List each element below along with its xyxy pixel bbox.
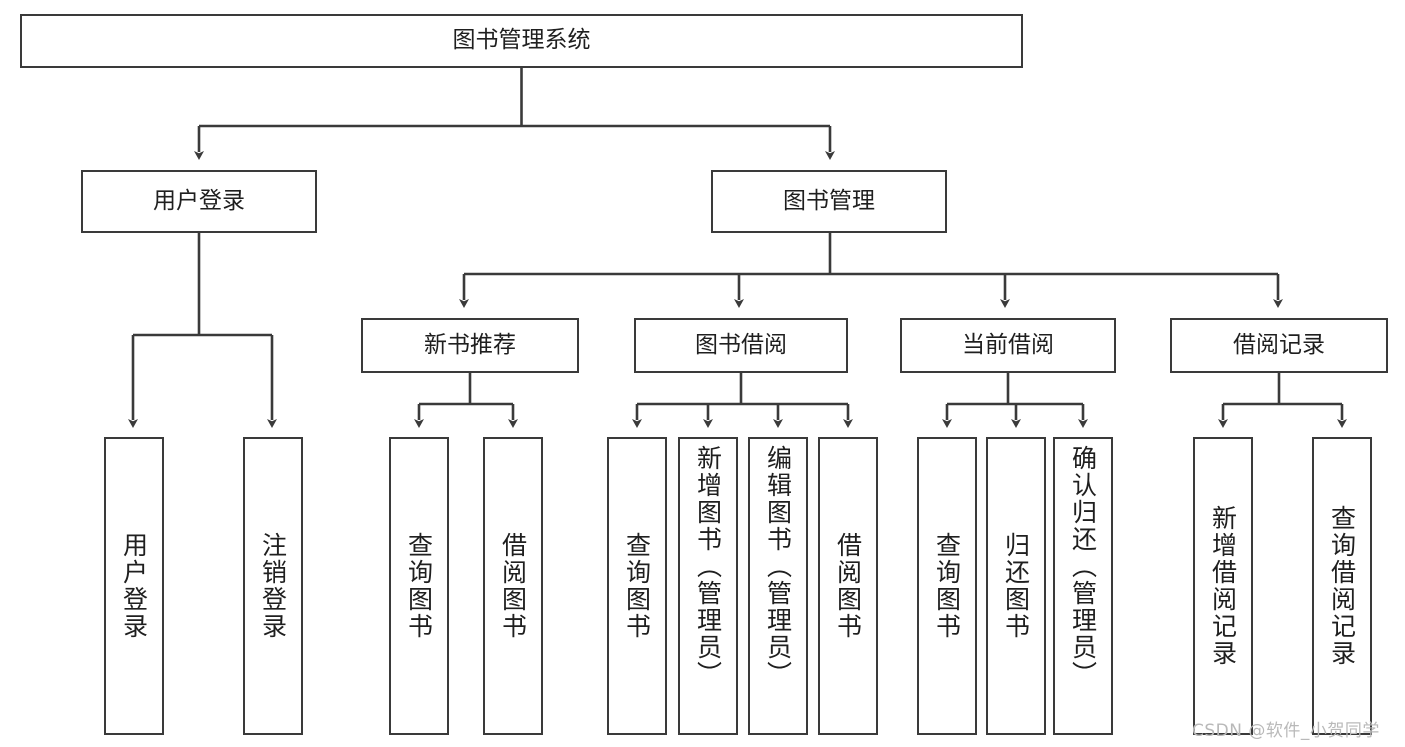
node-leaf-query-borrow-record[interactable]: 查询借阅记录 xyxy=(1312,437,1372,735)
node-leaf-query-book-recommend-label: 查询图书 xyxy=(404,532,434,640)
node-borrow-record[interactable]: 借阅记录 xyxy=(1170,318,1388,373)
node-leaf-borrow-book-recommend[interactable]: 借阅图书 xyxy=(483,437,543,735)
node-current-borrow[interactable]: 当前借阅 xyxy=(900,318,1116,373)
node-leaf-confirm-return-label: 确认归还（管理员） xyxy=(1068,445,1098,688)
node-leaf-add-book-label: 新增图书（管理员） xyxy=(693,445,723,688)
node-borrow-record-label: 借阅记录 xyxy=(1233,331,1325,358)
node-user-login[interactable]: 用户登录 xyxy=(81,170,317,233)
node-leaf-confirm-return[interactable]: 确认归还（管理员） xyxy=(1053,437,1113,735)
node-book-management[interactable]: 图书管理 xyxy=(711,170,947,233)
node-book-borrow-label: 图书借阅 xyxy=(695,331,787,358)
node-leaf-add-book[interactable]: 新增图书（管理员） xyxy=(678,437,738,735)
node-leaf-add-borrow-record[interactable]: 新增借阅记录 xyxy=(1193,437,1253,735)
node-leaf-return-book-label: 归还图书 xyxy=(1001,532,1031,640)
node-book-borrow[interactable]: 图书借阅 xyxy=(634,318,848,373)
node-leaf-user-login-label: 用户登录 xyxy=(119,532,149,640)
node-leaf-edit-book-label: 编辑图书（管理员） xyxy=(763,445,793,688)
node-root-label: 图书管理系统 xyxy=(452,27,591,54)
node-leaf-borrow-book-label: 借阅图书 xyxy=(833,532,863,640)
node-new-book-recommend-label: 新书推荐 xyxy=(424,331,516,358)
node-leaf-query-book-recommend[interactable]: 查询图书 xyxy=(389,437,449,735)
node-leaf-borrow-book[interactable]: 借阅图书 xyxy=(818,437,878,735)
node-leaf-return-book[interactable]: 归还图书 xyxy=(986,437,1046,735)
node-leaf-logout[interactable]: 注销登录 xyxy=(243,437,303,735)
node-leaf-edit-book[interactable]: 编辑图书（管理员） xyxy=(748,437,808,735)
node-leaf-query-book-current-label: 查询图书 xyxy=(932,532,962,640)
node-leaf-user-login[interactable]: 用户登录 xyxy=(104,437,164,735)
node-current-borrow-label: 当前借阅 xyxy=(962,331,1054,358)
node-book-management-label: 图书管理 xyxy=(783,187,875,214)
node-new-book-recommend[interactable]: 新书推荐 xyxy=(361,318,579,373)
node-leaf-query-borrow-record-label: 查询借阅记录 xyxy=(1327,505,1357,667)
node-leaf-add-borrow-record-label: 新增借阅记录 xyxy=(1208,505,1238,667)
node-leaf-borrow-book-recommend-label: 借阅图书 xyxy=(498,532,528,640)
node-leaf-query-book-borrow[interactable]: 查询图书 xyxy=(607,437,667,735)
node-leaf-query-book-borrow-label: 查询图书 xyxy=(622,532,652,640)
node-leaf-logout-label: 注销登录 xyxy=(258,532,288,640)
node-user-login-label: 用户登录 xyxy=(153,187,245,214)
node-leaf-query-book-current[interactable]: 查询图书 xyxy=(917,437,977,735)
node-root[interactable]: 图书管理系统 xyxy=(20,14,1023,68)
watermark-text: CSDN @软件_小贺同学 xyxy=(1192,721,1380,741)
